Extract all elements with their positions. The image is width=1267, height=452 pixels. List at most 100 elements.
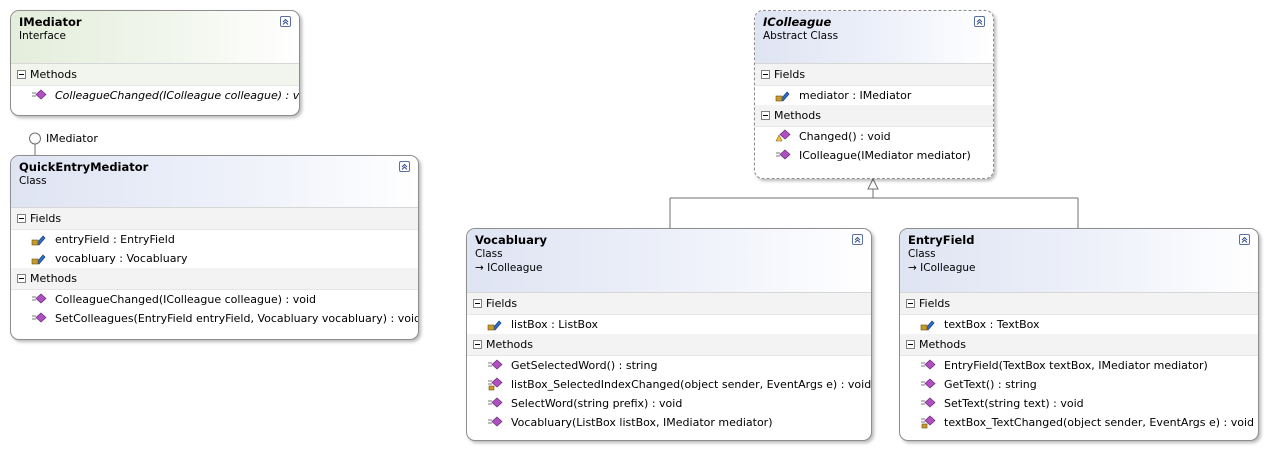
collapse-section-icon[interactable]: [17, 214, 26, 223]
quickentrymediator-name: QuickEntryMediator: [19, 160, 149, 174]
vocabluary-header: Vocabluary Class → IColleague: [467, 229, 871, 293]
collapse-section-icon[interactable]: [473, 299, 482, 308]
field-row[interactable]: listBox : ListBox: [467, 315, 871, 334]
method-row[interactable]: Changed() : void: [755, 127, 993, 146]
entryfield-name: EntryField: [908, 233, 975, 247]
vocabluary-class-box[interactable]: Vocabluary Class → IColleague Fields lis…: [466, 228, 872, 441]
public-method-icon: [920, 378, 936, 389]
public-method-icon: [487, 416, 503, 427]
collapse-chevron-icon[interactable]: [1239, 234, 1250, 245]
imediator-name: IMediator: [19, 15, 82, 29]
method-label: IColleague(IMediator mediator): [799, 149, 971, 162]
section-label: Methods: [774, 109, 821, 122]
collapse-section-icon[interactable]: [906, 340, 915, 349]
section-label: Methods: [30, 68, 77, 81]
method-label: GetText() : string: [944, 378, 1037, 391]
section-label: Methods: [486, 338, 533, 351]
collapse-chevron-icon[interactable]: [974, 16, 985, 27]
public-method-icon: [487, 397, 503, 408]
lollipop-label: IMediator: [46, 132, 98, 145]
field-row[interactable]: mediator : IMediator: [755, 86, 993, 105]
private-method-icon: [487, 377, 503, 391]
private-method-icon: [920, 415, 936, 429]
icolleague-name: IColleague: [763, 15, 832, 29]
vocabluary-fields-section[interactable]: Fields: [467, 293, 871, 315]
method-label: SetText(string text) : void: [944, 397, 1084, 410]
public-method-icon: [31, 312, 47, 323]
section-label: Fields: [919, 297, 951, 310]
collapse-section-icon[interactable]: [761, 70, 770, 79]
method-label: GetSelectedWord() : string: [511, 359, 658, 372]
private-field-icon: [920, 320, 935, 331]
entryfield-class-box[interactable]: EntryField Class → IColleague Fields tex…: [899, 228, 1259, 441]
method-row[interactable]: SelectWord(string prefix) : void: [467, 394, 871, 413]
method-row[interactable]: GetText() : string: [900, 375, 1258, 394]
imediator-methods-section[interactable]: Methods: [11, 64, 299, 86]
icolleague-methods-section[interactable]: Methods: [755, 105, 993, 127]
method-label: Vocabluary(ListBox listBox, IMediator me…: [511, 416, 773, 429]
section-label: Fields: [774, 68, 806, 81]
entryfield-base-class: → IColleague: [908, 262, 976, 274]
quickentrymediator-fields-section[interactable]: Fields: [11, 208, 418, 230]
vocabluary-methods-section[interactable]: Methods: [467, 334, 871, 356]
icolleague-stereotype: Abstract Class: [763, 30, 839, 42]
entryfield-fields-section[interactable]: Fields: [900, 293, 1258, 315]
section-label: Methods: [30, 272, 77, 285]
protected-field-icon: [775, 91, 790, 102]
private-field-icon: [31, 254, 46, 265]
method-row[interactable]: SetText(string text) : void: [900, 394, 1258, 413]
method-row[interactable]: ColleagueChanged(IColleague colleague) :…: [11, 290, 418, 309]
public-method-icon: [920, 397, 936, 408]
field-label: listBox : ListBox: [511, 318, 598, 331]
collapse-chevron-icon[interactable]: [399, 161, 410, 172]
method-row[interactable]: IColleague(IMediator mediator): [755, 146, 993, 165]
public-method-icon: [775, 149, 791, 160]
method-row[interactable]: Vocabluary(ListBox listBox, IMediator me…: [467, 413, 871, 432]
quickentrymediator-stereotype: Class: [19, 175, 47, 187]
method-label: SetColleagues(EntryField entryField, Voc…: [55, 312, 419, 325]
entryfield-methods-section[interactable]: Methods: [900, 334, 1258, 356]
private-field-icon: [487, 320, 502, 331]
method-row[interactable]: GetSelectedWord() : string: [467, 356, 871, 375]
quickentrymediator-class-box[interactable]: QuickEntryMediator Class Fields entryFie…: [10, 155, 419, 340]
method-row[interactable]: listBox_SelectedIndexChanged(object send…: [467, 375, 871, 394]
section-label: Fields: [486, 297, 518, 310]
lollipop-circle: [29, 132, 41, 145]
quickentrymediator-header: QuickEntryMediator Class: [11, 156, 418, 208]
collapse-section-icon[interactable]: [473, 340, 482, 349]
vocabluary-stereotype: Class: [475, 248, 503, 260]
field-label: textBox : TextBox: [944, 318, 1040, 331]
method-row[interactable]: SetColleagues(EntryField entryField, Voc…: [11, 309, 418, 328]
field-row[interactable]: textBox : TextBox: [900, 315, 1258, 334]
method-label: SelectWord(string prefix) : void: [511, 397, 683, 410]
collapse-chevron-icon[interactable]: [852, 234, 863, 245]
public-method-icon: [920, 359, 936, 370]
method-label: ColleagueChanged(IColleague colleague) :…: [55, 293, 317, 306]
inheritance-arrowhead: [867, 177, 879, 190]
collapse-section-icon[interactable]: [17, 70, 26, 79]
collapse-chevron-icon[interactable]: [280, 16, 291, 27]
collapse-section-icon[interactable]: [906, 299, 915, 308]
icolleague-header: IColleague Abstract Class: [755, 11, 993, 64]
field-row[interactable]: vocabluary : Vocabluary: [11, 249, 418, 268]
public-method-icon: [487, 359, 503, 370]
method-row[interactable]: EntryField(TextBox textBox, IMediator me…: [900, 356, 1258, 375]
section-label: Fields: [30, 212, 62, 225]
imediator-interface-box[interactable]: IMediator Interface Methods ColleagueCha…: [10, 10, 300, 116]
icolleague-fields-section[interactable]: Fields: [755, 64, 993, 86]
method-label: Changed() : void: [799, 130, 891, 143]
method-row[interactable]: textBox_TextChanged(object sender, Event…: [900, 413, 1258, 432]
method-label: EntryField(TextBox textBox, IMediator me…: [944, 359, 1208, 372]
collapse-section-icon[interactable]: [17, 274, 26, 283]
entryfield-header: EntryField Class → IColleague: [900, 229, 1258, 293]
method-row[interactable]: ColleagueChanged(IColleague colleague) :…: [11, 86, 299, 105]
private-field-icon: [31, 235, 46, 246]
field-row[interactable]: entryField : EntryField: [11, 230, 418, 249]
quickentrymediator-methods-section[interactable]: Methods: [11, 268, 418, 290]
method-label: listBox_SelectedIndexChanged(object send…: [511, 378, 872, 391]
field-label: entryField : EntryField: [55, 233, 175, 246]
collapse-section-icon[interactable]: [761, 111, 770, 120]
public-method-icon: [31, 89, 47, 100]
imediator-stereotype: Interface: [19, 30, 67, 42]
icolleague-abstract-class-box[interactable]: IColleague Abstract Class Fields mediato…: [754, 10, 994, 179]
